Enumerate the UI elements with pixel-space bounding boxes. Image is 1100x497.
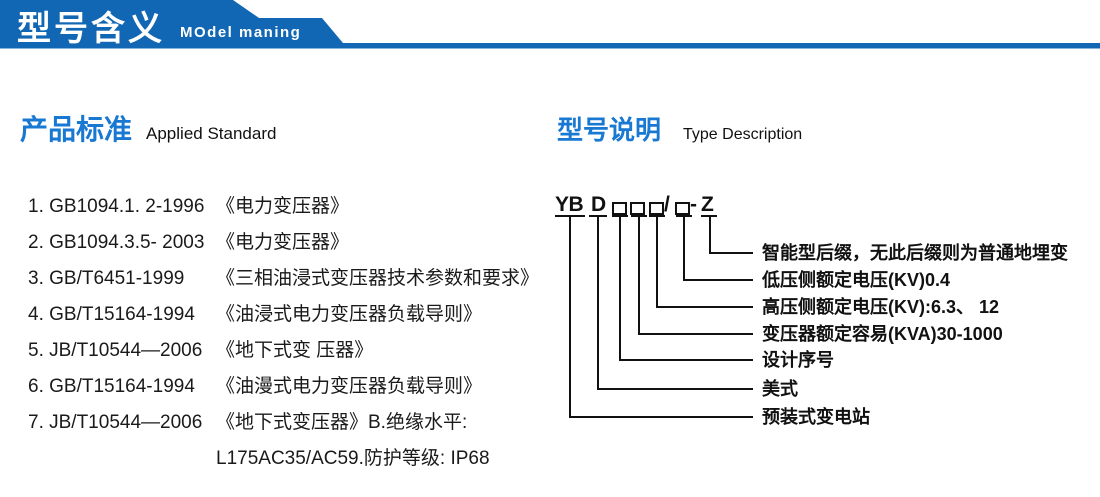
diagram-label-design-serial: 设计序号: [762, 350, 834, 370]
diagram-label-lv-voltage: 低压侧额定电压(KV)0.4: [762, 270, 951, 290]
standard-title: 《电力变压器》: [216, 196, 350, 217]
page-title: 型号含义: [17, 10, 165, 48]
diagram-label-hv-voltage: 高压侧额定电压(KV):6.3、 12: [762, 297, 1000, 317]
standards-list: 1. GB1094.1. 2-1996 《电力变压器》 2. GB1094.3.…: [28, 189, 553, 477]
standard-title: 《油浸式电力变压器负载导则》: [216, 304, 483, 325]
type-section-heading: 型号说明 Type Description: [557, 110, 802, 147]
model-code-d: D: [591, 193, 606, 216]
standard-item: 4. GB/T15164-1994 《油浸式电力变压器负载导则》: [28, 297, 553, 333]
diagram-label-rated-capacity: 变压器额定容易(KVA)30-1000: [762, 324, 1003, 344]
standard-item: 3. GB/T6451-1999 《三相油浸式变压器技术参数和要求》: [28, 261, 553, 297]
standard-code: 3. GB/T6451-1999: [28, 268, 185, 289]
type-heading-cn: 型号说明: [557, 115, 662, 145]
standard-code: 5. JB/T10544—2006: [28, 340, 203, 361]
standard-title: L175AC35/AC59.防护等级: IP68: [216, 448, 490, 469]
type-heading-en: Type Description: [683, 126, 803, 143]
standard-code: 7. JB/T10544—2006: [28, 412, 203, 433]
standard-title: 《地下式变压器》B.绝缘水平:: [216, 412, 468, 433]
standard-item: 7. JB/T10544—2006 《地下式变压器》B.绝缘水平:: [28, 405, 553, 441]
standard-code: 2. GB1094.3.5- 2003: [28, 232, 205, 253]
standard-title: 《地下式变 压器》: [216, 340, 374, 361]
model-code-suffix: Z: [701, 193, 714, 216]
diagram-label-smart-suffix: 智能型后缀，无此后缀则为普通地埋变: [762, 243, 1068, 263]
model-code-slash: /: [664, 193, 670, 216]
standard-code: 4. GB/T15164-1994: [28, 304, 195, 325]
standards-heading-cn: 产品标准: [20, 114, 133, 145]
standard-title: 《油漫式电力变压器负载导则》: [216, 376, 483, 397]
standard-item: 5. JB/T10544—2006 《地下式变 压器》: [28, 333, 553, 369]
model-code-placeholder-box: [612, 202, 627, 215]
standard-item: 6. GB/T15164-1994 《油漫式电力变压器负载导则》: [28, 369, 553, 405]
diagram-label-prefab-substation: 预装式变电站: [762, 407, 870, 427]
page-subtitle: MOdel maning: [180, 24, 302, 41]
standard-title: 《电力变压器》: [216, 232, 350, 253]
model-code-placeholder-box: [649, 202, 664, 215]
model-code-placeholder-box: [675, 202, 690, 215]
standard-item: 1. GB1094.1. 2-1996 《电力变压器》: [28, 189, 553, 225]
header-banner-shape: [0, 0, 1100, 49]
diagram-label-american-style: 美式: [762, 379, 798, 399]
standard-code: 6. GB/T15164-1994: [28, 376, 195, 397]
standards-section-heading: 产品标准 Applied Standard: [20, 108, 276, 148]
model-code-dash: -: [690, 193, 697, 216]
standards-heading-en: Applied Standard: [146, 124, 277, 143]
model-code-placeholder-box: [630, 202, 645, 215]
standard-title: 《三相油浸式变压器技术参数和要求》: [216, 268, 540, 289]
model-code-prefix: YB: [555, 193, 584, 216]
standard-item-continuation: L175AC35/AC59.防护等级: IP68: [28, 441, 553, 477]
standard-code: [28, 441, 216, 477]
standard-code: 1. GB1094.1. 2-1996: [28, 196, 205, 217]
standard-item: 2. GB1094.3.5- 2003 《电力变压器》: [28, 225, 553, 261]
